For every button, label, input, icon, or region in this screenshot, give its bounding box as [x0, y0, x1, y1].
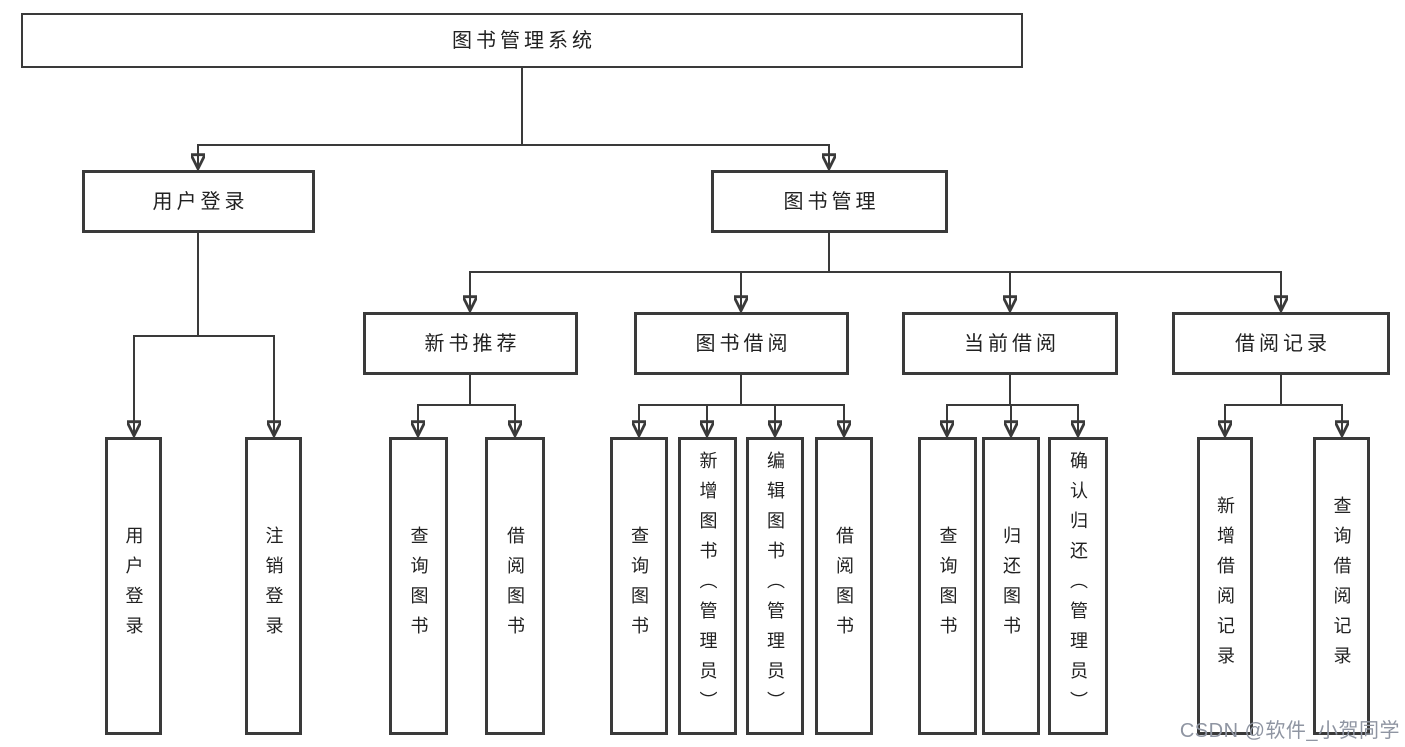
node-book-borrowing: 图书借阅 [634, 312, 849, 375]
leaf-query-books-2: 查询图书 [610, 437, 668, 735]
node-label: 归还图书 [1001, 526, 1021, 646]
node-label: 新增图书（管理员） [697, 451, 718, 721]
leaf-return-books: 归还图书 [982, 437, 1040, 735]
node-label: 查询图书 [937, 526, 958, 646]
node-user-login-branch: 用户登录 [82, 170, 315, 233]
node-label: 查询图书 [629, 526, 649, 646]
node-label: 图书管理系统 [452, 29, 596, 52]
leaf-add-books-admin: 新增图书（管理员） [678, 437, 737, 735]
leaf-add-borrow-record: 新增借阅记录 [1197, 437, 1253, 735]
leaf-edit-books-admin: 编辑图书（管理员） [746, 437, 804, 735]
leaf-query-books-1: 查询图书 [389, 437, 448, 735]
node-label: 图书借阅 [695, 332, 792, 355]
node-label: 编辑图书（管理员） [765, 451, 785, 721]
node-label: 新增借阅记录 [1215, 496, 1235, 676]
node-label: 借阅图书 [505, 526, 525, 646]
leaf-query-books-3: 查询图书 [918, 437, 977, 735]
leaf-confirm-return-admin: 确认归还（管理员） [1048, 437, 1108, 735]
node-label: 借阅记录 [1235, 332, 1331, 355]
node-book-management-branch: 图书管理 [711, 170, 948, 233]
csdn-watermark: CSDN @软件_小贺同学 [1179, 720, 1400, 742]
node-root-library-system: 图书管理系统 [21, 13, 1023, 68]
node-label: 借阅图书 [834, 526, 854, 646]
node-label: 注销登录 [263, 526, 284, 646]
node-label: 用户登录 [152, 190, 249, 213]
node-label: 确认归还（管理员） [1068, 451, 1088, 721]
node-current-borrowing: 当前借阅 [902, 312, 1118, 375]
leaf-borrow-books-2: 借阅图书 [815, 437, 873, 735]
leaf-user-login: 用户登录 [105, 437, 162, 735]
node-label: 查询借阅记录 [1331, 496, 1352, 676]
leaf-query-borrow-record: 查询借阅记录 [1313, 437, 1370, 735]
node-borrowing-records: 借阅记录 [1172, 312, 1390, 375]
node-label: 图书管理 [783, 190, 880, 213]
node-new-book-recommendation: 新书推荐 [363, 312, 578, 375]
node-label: 用户登录 [123, 526, 144, 646]
leaf-borrow-books-1: 借阅图书 [485, 437, 545, 735]
node-label: 新书推荐 [424, 332, 521, 355]
node-label: 当前借阅 [964, 332, 1060, 355]
leaf-logout: 注销登录 [245, 437, 302, 735]
node-label: 查询图书 [408, 526, 429, 646]
